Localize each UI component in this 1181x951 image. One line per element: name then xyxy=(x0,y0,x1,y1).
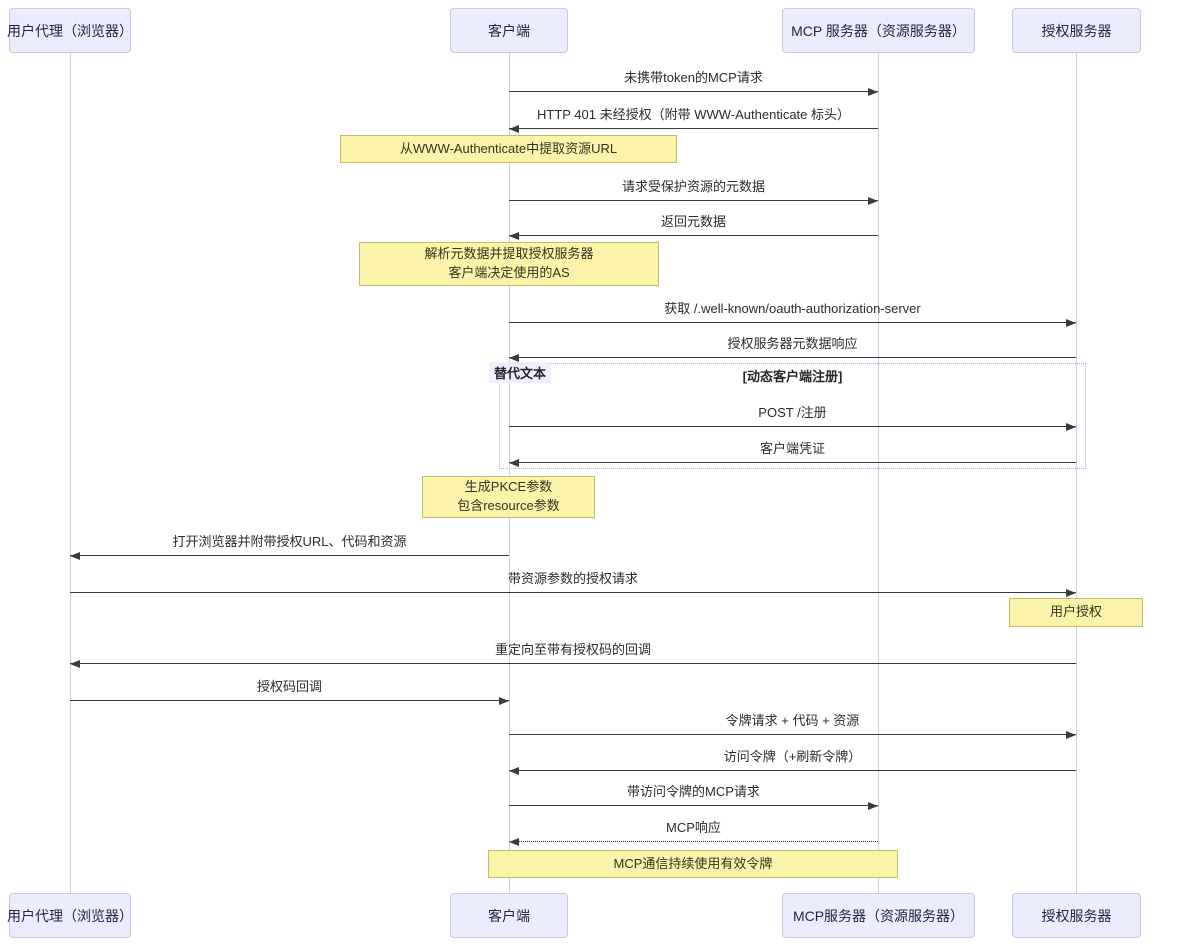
message-mcp-response: MCP响应 xyxy=(509,820,878,846)
message-line xyxy=(70,592,1076,593)
message-label: 重定向至带有授权码的回调 xyxy=(494,642,651,657)
message-line xyxy=(70,663,1076,664)
message-token-request: 令牌请求 + 代码 + 资源 xyxy=(509,713,1076,739)
message-mcp-request-with-token: 带访问令牌的MCP请求 xyxy=(509,784,878,810)
note-text: 生成PKCE参数 xyxy=(464,479,553,495)
message-line xyxy=(509,91,878,92)
message-post-register: POST /注册 xyxy=(509,405,1076,431)
note-text: 从WWW-Authenticate中提取资源URL xyxy=(399,140,618,156)
message-request-metadata: 请求受保护资源的元数据 xyxy=(509,179,878,205)
actor-bottom-client: 客户端 xyxy=(450,893,568,938)
message-label: 带访问令牌的MCP请求 xyxy=(627,784,760,799)
arrowhead-icon xyxy=(868,197,878,205)
message-label: 访问令牌（+刷新令牌） xyxy=(723,749,862,764)
alt-frame: 替代文本 [动态客户端注册] xyxy=(489,362,1086,469)
alt-frame-label: 替代文本 xyxy=(489,362,552,383)
message-get-wellknown: 获取 /.well-known/oauth-authorization-serv… xyxy=(509,301,1076,327)
message-label: HTTP 401 未经授权（附带 WWW-Authenticate 标头） xyxy=(536,107,851,122)
message-line xyxy=(509,734,1076,735)
arrowhead-icon xyxy=(70,660,80,668)
message-label: MCP响应 xyxy=(666,820,721,835)
actor-top-mcp-server: MCP 服务器（资源服务器） xyxy=(782,8,975,53)
message-client-credentials: 客户端凭证 xyxy=(509,441,1076,467)
lifeline-client xyxy=(509,53,510,893)
note-parse-metadata: 解析元数据并提取授权服务器 客户端决定使用的AS xyxy=(359,242,659,286)
actor-bottom-user-agent: 用户代理（浏览器） xyxy=(7,893,133,938)
message-line xyxy=(509,357,1076,358)
alt-frame-condition: [动态客户端注册] xyxy=(742,369,843,384)
message-line xyxy=(509,235,878,236)
message-label: 请求受保护资源的元数据 xyxy=(621,179,765,194)
message-line xyxy=(509,841,878,842)
lifeline-auth-server xyxy=(1076,53,1077,893)
arrowhead-icon xyxy=(1066,423,1076,431)
message-open-browser: 打开浏览器并附带授权URL、代码和资源 xyxy=(70,534,509,560)
message-auth-request: 带资源参数的授权请求 xyxy=(70,571,1076,597)
message-label: 打开浏览器并附带授权URL、代码和资源 xyxy=(172,534,407,549)
message-line xyxy=(509,322,1076,323)
note-user-authorization: 用户授权 xyxy=(1009,598,1143,627)
message-label: 未携带token的MCP请求 xyxy=(624,70,763,85)
lifeline-mcp-server xyxy=(878,53,879,893)
actor-top-auth-server: 授权服务器 xyxy=(1012,8,1141,53)
message-label: 授权服务器元数据响应 xyxy=(727,336,858,351)
message-authcode-callback: 授权码回调 xyxy=(70,679,509,705)
message-return-metadata: 返回元数据 xyxy=(509,214,878,240)
note-extract-resource-url: 从WWW-Authenticate中提取资源URL xyxy=(340,135,677,163)
message-line xyxy=(509,805,878,806)
arrowhead-icon xyxy=(509,232,519,240)
message-line xyxy=(509,770,1076,771)
message-line xyxy=(70,700,509,701)
note-text: MCP通信持续使用有效令牌 xyxy=(613,855,773,871)
message-label: POST /注册 xyxy=(758,405,827,420)
message-http-401: HTTP 401 未经授权（附带 WWW-Authenticate 标头） xyxy=(509,107,878,133)
note-generate-pkce: 生成PKCE参数 包含resource参数 xyxy=(422,476,595,518)
note-text: 包含resource参数 xyxy=(457,498,560,513)
arrowhead-icon xyxy=(868,88,878,96)
note-text: 客户端决定使用的AS xyxy=(448,265,570,280)
message-line xyxy=(509,128,878,129)
message-access-token: 访问令牌（+刷新令牌） xyxy=(509,749,1076,775)
note-text: 解析元数据并提取授权服务器 xyxy=(424,246,594,262)
message-line xyxy=(509,200,878,201)
message-label: 返回元数据 xyxy=(660,214,726,229)
message-label: 带资源参数的授权请求 xyxy=(507,571,638,586)
arrowhead-icon xyxy=(1066,731,1076,739)
message-mcp-request-no-token: 未携带token的MCP请求 xyxy=(509,70,878,96)
message-line xyxy=(70,555,509,556)
arrowhead-icon xyxy=(1066,319,1076,327)
arrowhead-icon xyxy=(70,552,80,560)
message-redirect-callback: 重定向至带有授权码的回调 xyxy=(70,642,1076,668)
message-line xyxy=(509,426,1076,427)
message-label: 客户端凭证 xyxy=(759,441,825,456)
message-line xyxy=(509,462,1076,463)
message-as-metadata-response: 授权服务器元数据响应 xyxy=(509,336,1076,362)
arrowhead-icon xyxy=(509,459,519,467)
actor-top-client: 客户端 xyxy=(450,8,568,53)
message-label: 授权码回调 xyxy=(256,679,322,694)
actor-bottom-mcp-server: MCP服务器（资源服务器） xyxy=(782,893,975,938)
arrowhead-icon xyxy=(499,697,509,705)
arrowhead-icon xyxy=(509,767,519,775)
note-text: 用户授权 xyxy=(1049,604,1102,620)
arrowhead-icon xyxy=(868,802,878,810)
actor-top-user-agent: 用户代理（浏览器） xyxy=(7,8,133,53)
arrowhead-icon xyxy=(509,354,519,362)
arrowhead-icon xyxy=(1066,589,1076,597)
arrowhead-icon xyxy=(509,125,519,133)
message-label: 令牌请求 + 代码 + 资源 xyxy=(725,713,860,728)
actor-bottom-auth-server: 授权服务器 xyxy=(1012,893,1141,938)
arrowhead-icon xyxy=(509,838,519,846)
note-token-usage: MCP通信持续使用有效令牌 xyxy=(488,850,898,878)
message-label: 获取 /.well-known/oauth-authorization-serv… xyxy=(664,301,921,316)
lifeline-user-agent xyxy=(70,53,71,893)
